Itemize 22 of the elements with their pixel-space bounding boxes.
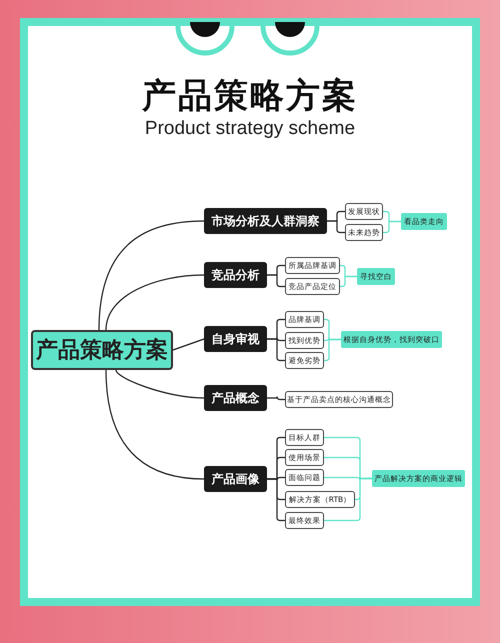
- subtitle: Product strategy scheme: [144, 118, 356, 140]
- connector-line: [340, 276, 357, 288]
- topic-box: 市场分析及人群洞察: [204, 208, 327, 234]
- connector-line: [105, 274, 204, 330]
- title: 产品策略方案: [140, 76, 359, 116]
- connector-line: [267, 478, 285, 522]
- connector-line: [267, 274, 285, 288]
- connector-line: [105, 370, 204, 480]
- connector-line: [98, 220, 204, 330]
- topic-box: 产品概念: [204, 385, 267, 411]
- root-box: 产品策略方案: [31, 330, 173, 370]
- topic-box: 自身审视: [204, 326, 267, 352]
- connector-line: [267, 396, 285, 400]
- connector-line: [172, 338, 204, 351]
- topic-box: 竞品分析: [204, 262, 267, 288]
- connector-line: [115, 370, 204, 399]
- connector-line: [324, 478, 372, 522]
- connector-line: [267, 338, 285, 362]
- connector-line: [327, 220, 345, 234]
- connector-line: [324, 338, 341, 362]
- connector-line: [383, 220, 401, 234]
- topic-box: 产品画像: [204, 466, 267, 492]
